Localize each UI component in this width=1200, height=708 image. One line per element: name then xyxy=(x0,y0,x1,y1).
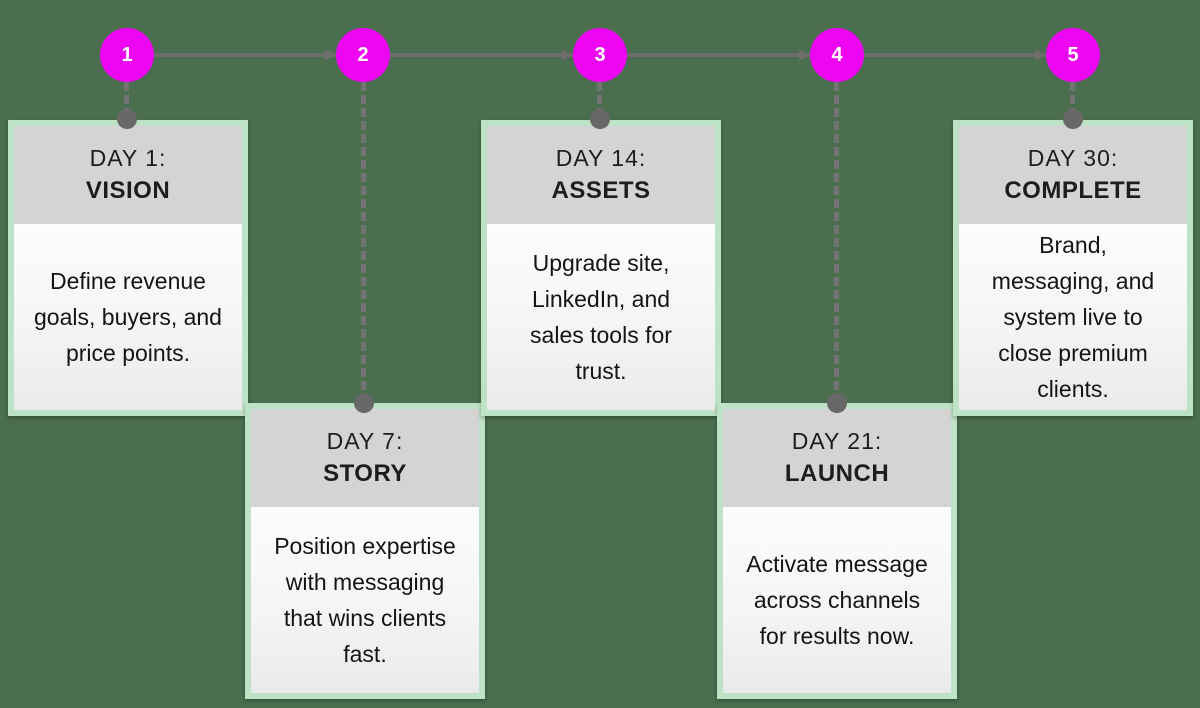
phase-title: COMPLETE xyxy=(1004,177,1142,204)
phase-title: STORY xyxy=(323,460,407,487)
card-header: DAY 21: LAUNCH xyxy=(723,409,951,507)
card-header: DAY 1: VISION xyxy=(14,126,242,224)
arrow-right-icon xyxy=(562,49,573,61)
phase-description: Define revenue goals, buyers, and price … xyxy=(14,224,242,410)
phase-title: VISION xyxy=(85,177,171,204)
arrow-right-icon xyxy=(799,49,810,61)
step-card-day-14: DAY 14: ASSETS Upgrade site, LinkedIn, a… xyxy=(481,120,721,416)
phase-title: ASSETS xyxy=(551,177,651,204)
arrow-right-icon xyxy=(1035,49,1046,61)
connector-dot-step-1 xyxy=(117,109,137,129)
step-marker-1: 1 xyxy=(100,28,154,82)
step-card-day-21: DAY 21: LAUNCH Activate message across c… xyxy=(717,403,957,699)
step-marker-4: 4 xyxy=(810,28,864,82)
day-label: DAY 21: xyxy=(791,428,883,454)
drop-line-step-1 xyxy=(124,82,129,114)
day-label: DAY 7: xyxy=(326,428,404,454)
step-marker-3: 3 xyxy=(573,28,627,82)
phase-description: Activate message across channels for res… xyxy=(723,507,951,693)
step-card-day-1: DAY 1: VISION Define revenue goals, buye… xyxy=(8,120,248,416)
phase-description: Position expertise with messaging that w… xyxy=(251,507,479,693)
phase-title: LAUNCH xyxy=(784,460,890,487)
day-label: DAY 14: xyxy=(555,145,647,171)
connector-dot-step-4 xyxy=(827,393,847,413)
step-card-day-7: DAY 7: STORY Position expertise with mes… xyxy=(245,403,485,699)
step-number: 3 xyxy=(594,43,606,66)
day-label: DAY 30: xyxy=(1027,145,1119,171)
arrow-right-icon xyxy=(325,49,336,61)
drop-line-step-4 xyxy=(834,82,839,398)
step-number: 2 xyxy=(357,43,369,66)
step-card-day-30: DAY 30: COMPLETE Brand, messaging, and s… xyxy=(953,120,1193,416)
connector-dot-step-2 xyxy=(354,393,374,413)
step-number: 5 xyxy=(1067,43,1079,66)
day-label: DAY 1: xyxy=(89,145,167,171)
card-header: DAY 30: COMPLETE xyxy=(959,126,1187,224)
step-number: 4 xyxy=(831,43,843,66)
step-marker-5: 5 xyxy=(1046,28,1100,82)
card-header: DAY 14: ASSETS xyxy=(487,126,715,224)
phase-description: Brand, messaging, and system live to clo… xyxy=(959,224,1187,410)
phase-description: Upgrade site, LinkedIn, and sales tools … xyxy=(487,224,715,410)
drop-line-step-3 xyxy=(597,82,602,114)
step-number: 1 xyxy=(121,43,133,66)
connector-dot-step-5 xyxy=(1063,109,1083,129)
step-marker-2: 2 xyxy=(336,28,390,82)
connector-dot-step-3 xyxy=(590,109,610,129)
drop-line-step-2 xyxy=(361,82,366,398)
card-header: DAY 7: STORY xyxy=(251,409,479,507)
drop-line-step-5 xyxy=(1070,82,1075,114)
